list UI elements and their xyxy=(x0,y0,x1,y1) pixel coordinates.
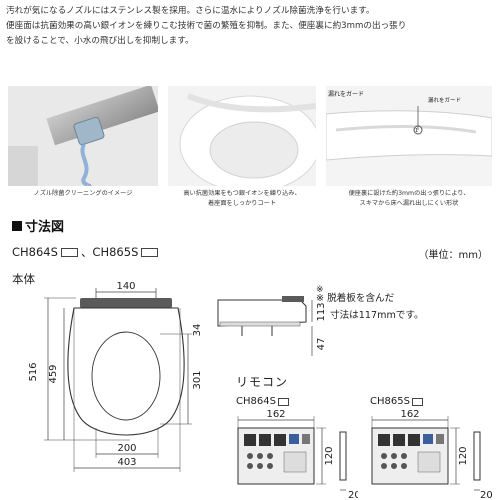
nozzle-photo xyxy=(8,86,158,186)
unit-label: （単位：mm） xyxy=(418,250,488,261)
dim-inner-height: 301 xyxy=(192,370,203,389)
remote-a-width: 162 xyxy=(266,409,285,420)
intro-line-3: を設けることで、小水の飛び出しを抑制します。 xyxy=(6,36,194,46)
side-view-drawing: 113 47 ※ xyxy=(217,285,327,356)
color-code-box xyxy=(411,397,423,406)
remote-b-drawing: 162 120 20 xyxy=(371,409,493,500)
color-code-box xyxy=(277,397,289,406)
dimensions-title: 寸法図 xyxy=(25,220,65,235)
dim-inner-width: 200 xyxy=(117,443,136,454)
body-label: 本体 xyxy=(12,272,35,286)
caption-nozzle: ノズル除菌クリーニングのイメージ xyxy=(33,190,133,197)
dim-outer-width: 403 xyxy=(117,457,136,468)
dim-total-height: 516 xyxy=(28,362,39,381)
model-b-name: 、CH865S xyxy=(80,245,139,259)
remote-b-height: 120 xyxy=(458,446,469,465)
caption-underside-line-2: スキマから床へ漏れ出しにくい形状 xyxy=(359,200,459,207)
model-names: CH864S 、CH865S xyxy=(12,244,159,260)
dim-34-label: 34 xyxy=(192,324,203,337)
remote-a-drawing: 162 120 20 xyxy=(237,409,358,500)
dim-side-34: 34 xyxy=(192,324,203,337)
detachable-plate-note: ※ 脱着板を含んだ 寸法は117mmです。 xyxy=(316,290,424,324)
dim-side-113: 113 xyxy=(316,302,327,321)
dimensions-heading: 寸法図 xyxy=(12,216,64,235)
note-line-2: 寸法は117mmです。 xyxy=(330,310,424,321)
seat-photo xyxy=(168,86,316,186)
remote-b-depth: 20 xyxy=(480,490,493,500)
intro-line-1: 汚れが気になるノズルにはステンレス製を採用。さらに温水によりノズル除菌洗浄を行い… xyxy=(6,6,375,16)
photo-label-main: 漏れをガード xyxy=(328,90,364,98)
caption-underside-line-1: 便座裏に設けた約3mmの出っ張りにより、 xyxy=(348,190,470,197)
remote-model-b-name: CH865S xyxy=(370,396,410,407)
caption-underside: 便座裏に設けた約3mmの出っ張りにより、 スキマから床へ漏れ出しにくい形状 xyxy=(326,189,492,209)
seat-underside-photo: 漏れをガード 漏れをガード 1 xyxy=(326,86,492,186)
heading-square-icon xyxy=(12,220,22,231)
remote-a-depth: 20 xyxy=(348,490,358,500)
caption-seat: 高い抗菌効果をもつ銀イオンを練り込み、 着座面をしっかりコート xyxy=(168,189,316,209)
photo-label-sub: 漏れをガード xyxy=(428,96,461,104)
dim-seat-height: 459 xyxy=(48,364,59,383)
dim-top-width: 140 xyxy=(116,281,135,292)
model-a-name: CH864S xyxy=(12,245,58,259)
remote-a-height: 120 xyxy=(324,446,335,465)
color-code-box xyxy=(141,247,159,257)
caption-seat-line-1: 高い抗菌効果をもつ銀イオンを練り込み、 xyxy=(183,190,301,197)
remote-title: リモコン xyxy=(236,375,289,389)
caption-seat-line-2: 着座面をしっかりコート xyxy=(207,200,277,207)
photo-marker: 1 xyxy=(415,128,418,134)
intro-paragraph: 汚れが気になるノズルにはステンレス製を採用。さらに温水によりノズル除菌洗浄を行い… xyxy=(6,4,496,49)
remote-b-width: 162 xyxy=(400,409,419,420)
front-view-drawing: 140 516 459 301 200 403 xyxy=(28,281,203,472)
dim-side-47: 47 xyxy=(316,338,327,351)
feature-photos: 漏れをガード 漏れをガード 1 ノズル除菌クリーニングのイメージ 高い抗菌効果を… xyxy=(8,86,492,207)
color-code-box xyxy=(60,247,78,257)
side-note-mark: ※ xyxy=(316,285,324,295)
note-line-1: ※ 脱着板を含んだ xyxy=(316,293,395,304)
intro-line-2: 便座面は抗菌効果の高い銀イオンを練りこむ技術で菌の繁殖を抑制。また、便座裏に約3… xyxy=(6,21,407,31)
remote-model-b: CH865S xyxy=(370,396,423,407)
remote-model-a-name: CH864S xyxy=(236,396,276,407)
remote-model-a: CH864S xyxy=(236,396,289,407)
